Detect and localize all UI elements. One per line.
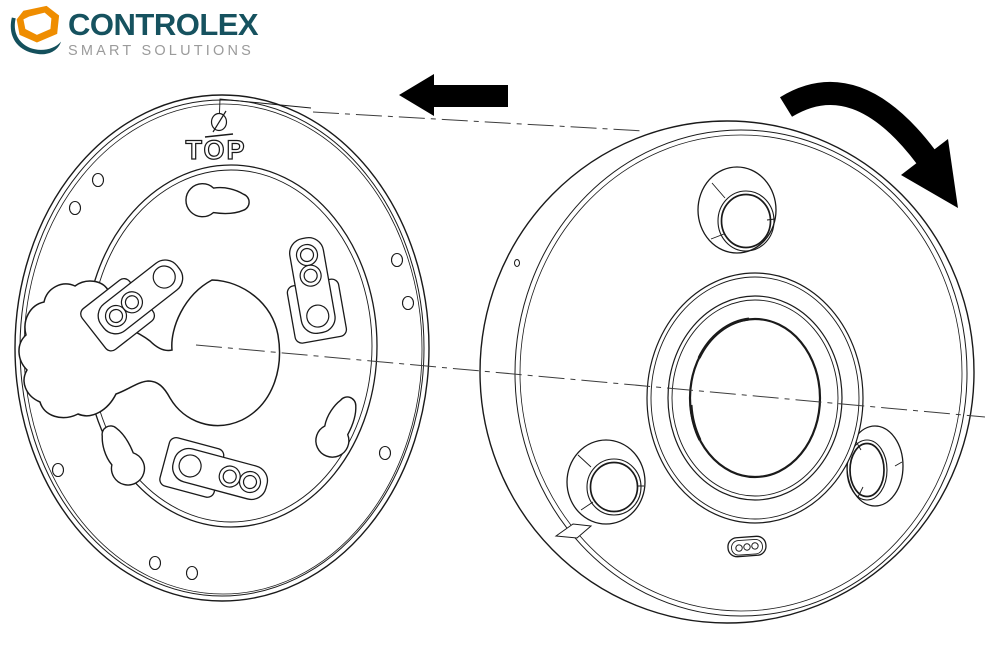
plate-perimeter-holes: [51, 172, 415, 581]
controlex-logo: CONTROLEX SMART SOLUTIONS: [8, 3, 259, 59]
terminal-bracket-left: [80, 259, 184, 352]
screw-position-icon: [204, 98, 312, 138]
bayonet-recess-bottom-right: [846, 425, 904, 507]
center-line-axis: [195, 344, 985, 418]
terminal-bracket-right: [286, 237, 348, 344]
center-line-upper: [312, 111, 645, 132]
mounting-plate-drawing: TOP: [14, 94, 430, 602]
connector-slot: [727, 535, 767, 558]
arrow-left-icon: [399, 74, 508, 116]
bayonet-recess-bottom-left: [566, 439, 646, 525]
plate-top-label: TOP: [185, 135, 246, 165]
brand-name: CONTROLEX: [68, 7, 259, 42]
brand-tagline: SMART SOLUTIONS: [68, 43, 255, 59]
rotate-clockwise-icon: [779, 82, 958, 208]
plate-keyhole-slot-top: [185, 183, 250, 218]
controlex-logo-icon: [10, 5, 62, 55]
bayonet-recess-top: [697, 166, 777, 254]
central-mounting-ring: [646, 272, 864, 524]
plate-keyhole-slot-bottom-left: [101, 425, 146, 486]
plate-keyhole-slot-bottom-right: [315, 396, 357, 458]
rim-notch: [554, 523, 593, 539]
terminal-bracket-bottom: [159, 436, 269, 501]
logo-hexagon-ring: [16, 5, 60, 43]
detector-body-drawing: [479, 120, 975, 624]
logo-swoosh-shape: [10, 17, 62, 55]
mold-mark: [514, 259, 520, 267]
